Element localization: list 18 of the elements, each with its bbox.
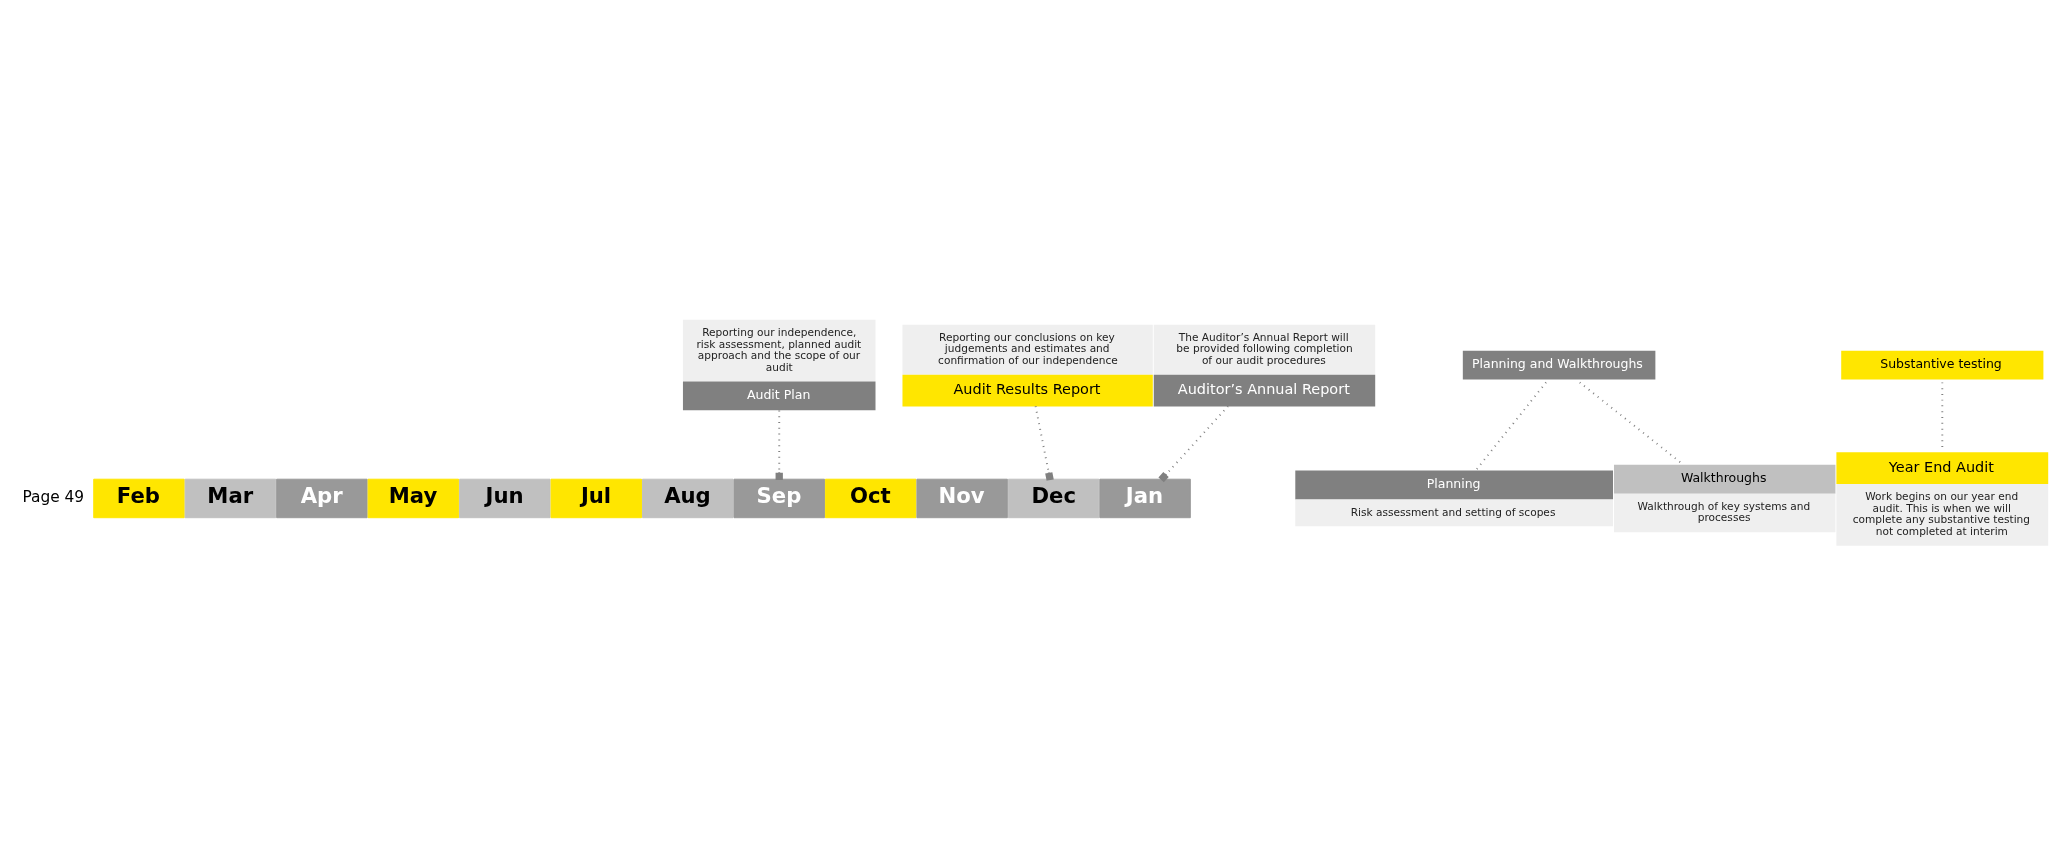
connector bbox=[1158, 404, 1229, 482]
node-box: May bbox=[367, 478, 460, 518]
node-box: Nov bbox=[916, 478, 1008, 518]
connector bbox=[1034, 404, 1054, 481]
node-box: Apr bbox=[276, 478, 368, 518]
node-box: Feb bbox=[93, 478, 185, 518]
node-box: Jul bbox=[550, 478, 642, 518]
node-box: Jan bbox=[1099, 478, 1191, 518]
label: Page 49 bbox=[22, 487, 85, 506]
node-box: Jun bbox=[459, 478, 551, 518]
node-box: Planning and Walkthroughs bbox=[1462, 350, 1656, 380]
node-box: Sep bbox=[733, 478, 825, 518]
node-box: Oct bbox=[824, 478, 917, 518]
node-box: Dec bbox=[1007, 478, 1100, 518]
connector bbox=[1474, 380, 1547, 471]
node-box: Mar bbox=[184, 478, 277, 518]
node-box: Aug bbox=[642, 478, 734, 518]
node-box: Substantive testing bbox=[1841, 350, 2044, 380]
